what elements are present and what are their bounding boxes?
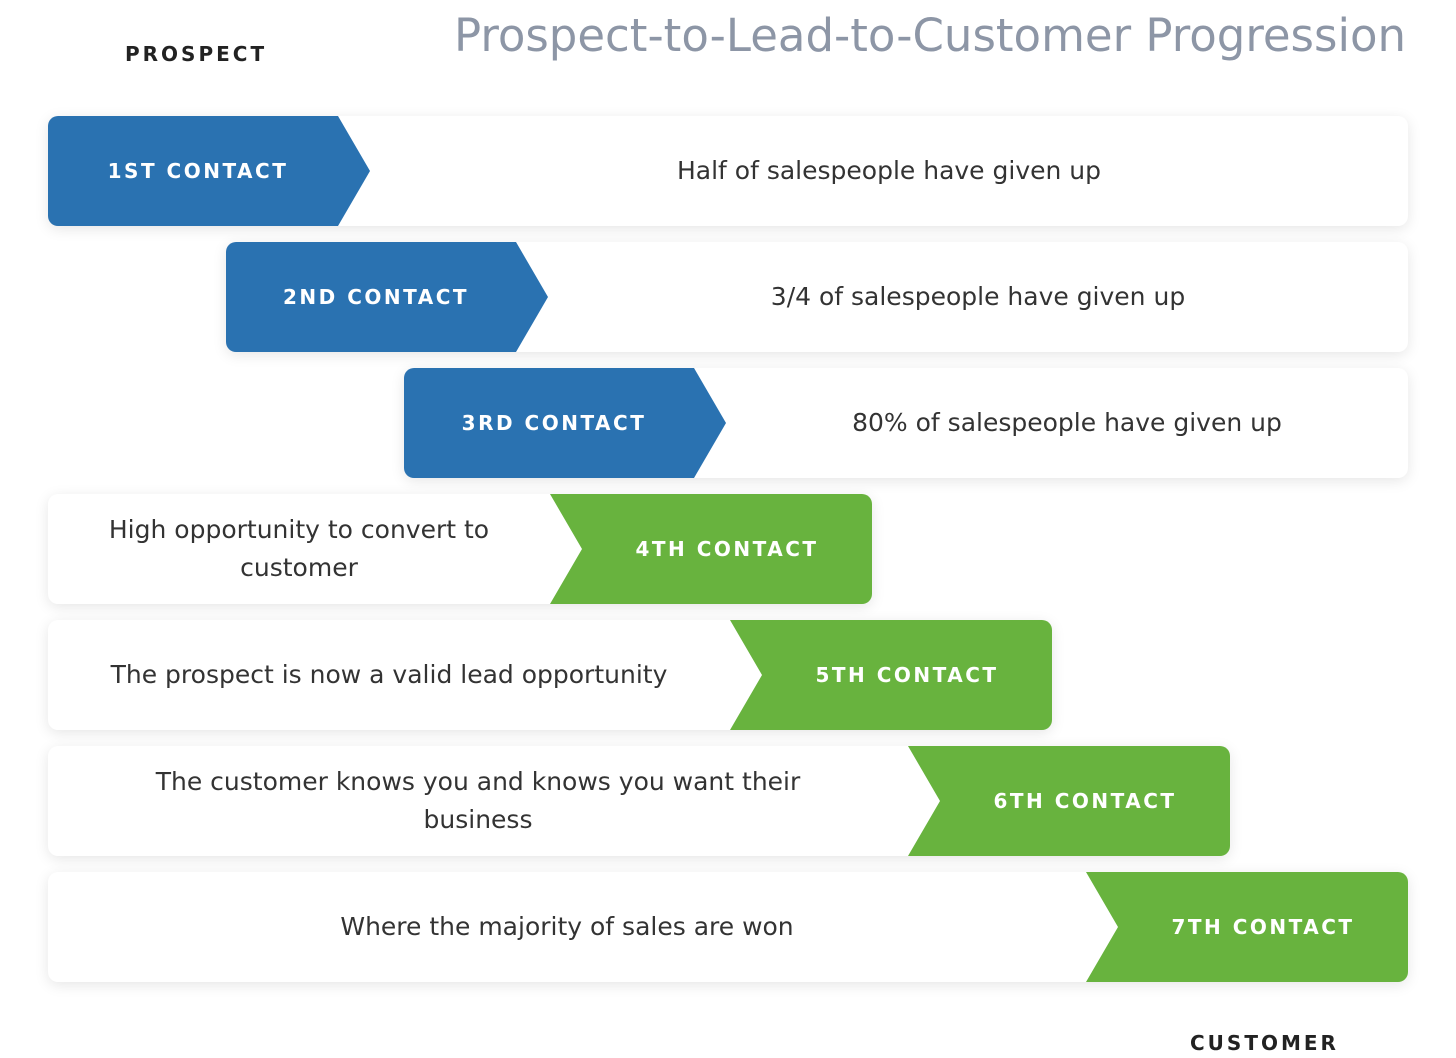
step-tag-1: 1ST CONTACT [48,116,370,226]
step-text-3: 80% of salespeople have given up [852,408,1282,437]
step-tag-7: 7TH CONTACT [1086,872,1408,982]
step-tag-2: 2ND CONTACT [226,242,548,352]
step-text-2: 3/4 of salespeople have given up [770,282,1186,311]
prospect-label: PROSPECT [125,42,268,66]
step-tag-4: 4TH CONTACT [550,494,872,604]
step-text-5: The prospect is now a valid lead opportu… [110,660,668,689]
step-tag-6: 6TH CONTACT [908,746,1230,856]
customer-label: CUSTOMER [1190,1031,1339,1055]
step-tag-3: 3RD CONTACT [404,368,726,478]
step-text-6: The customer knows you and knows you wan… [155,767,801,834]
step-text-4: High opportunity to convert to customer [108,515,490,582]
diagram-title: Prospect-to-Lead-to-Customer Progression [453,9,1406,62]
step-tag-5: 5TH CONTACT [730,620,1052,730]
step-text-7: Where the majority of sales are won [340,912,794,941]
step-text-1: Half of salespeople have given up [676,156,1102,185]
